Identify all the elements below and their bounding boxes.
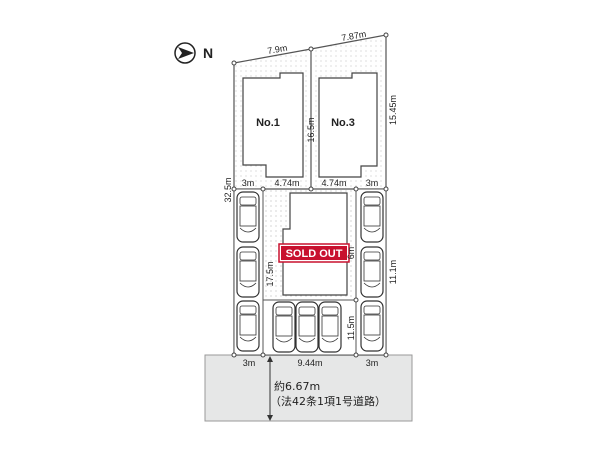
dim-bottom-left: 3m [243, 358, 256, 368]
car-icon [236, 246, 260, 298]
dim-upper-lot3: 4.74m [321, 178, 346, 188]
car-icon [318, 301, 342, 353]
dim-center-depth: 16.5m [306, 117, 316, 142]
car-icon [295, 301, 319, 353]
parking-cars [236, 191, 384, 353]
north-arrow-icon [174, 42, 196, 64]
dim-right-access: 11.1m [388, 260, 398, 284]
lot-no1-label: No.1 [256, 117, 280, 129]
lot-no3-label: No.3 [331, 117, 355, 129]
house-no1 [242, 72, 304, 178]
dim-right-depth: 15.45m [388, 95, 398, 125]
dim-parking-depth: 11.5m [346, 316, 356, 340]
car-icon [272, 301, 296, 353]
dim-bottom-right: 3m [366, 358, 379, 368]
boundary-points [231, 32, 389, 358]
sold-out-label: SOLD OUT [286, 248, 343, 260]
dim-upper-left-access: 3m [242, 178, 255, 188]
arrowhead-bottom [267, 415, 273, 421]
dim-top-left: 7.9m [267, 43, 288, 56]
dim-upper-right-access: 3m [366, 178, 379, 188]
road-width-label: 約6.67m [274, 379, 320, 393]
dim-sold-small: 6m [346, 247, 356, 260]
car-icon [360, 191, 384, 243]
sold-out-badge: SOLD OUT [278, 243, 350, 263]
dim-upper-lot1: 4.74m [274, 178, 299, 188]
house-no3 [318, 72, 378, 178]
dim-bottom-center: 9.44m [297, 358, 322, 368]
car-icon [360, 300, 384, 352]
compass-label: N [203, 45, 213, 61]
car-icon [236, 191, 260, 243]
dim-top-right: 7.87m [341, 29, 367, 43]
road [204, 354, 413, 422]
car-icon [236, 300, 260, 352]
dim-left-total: 32.5m [223, 177, 233, 202]
dim-sold-depth: 17.5m [265, 261, 275, 286]
road-type-label: （法42条1項1号道路） [270, 394, 386, 408]
arrowhead-top [267, 356, 273, 362]
car-icon [360, 246, 384, 298]
